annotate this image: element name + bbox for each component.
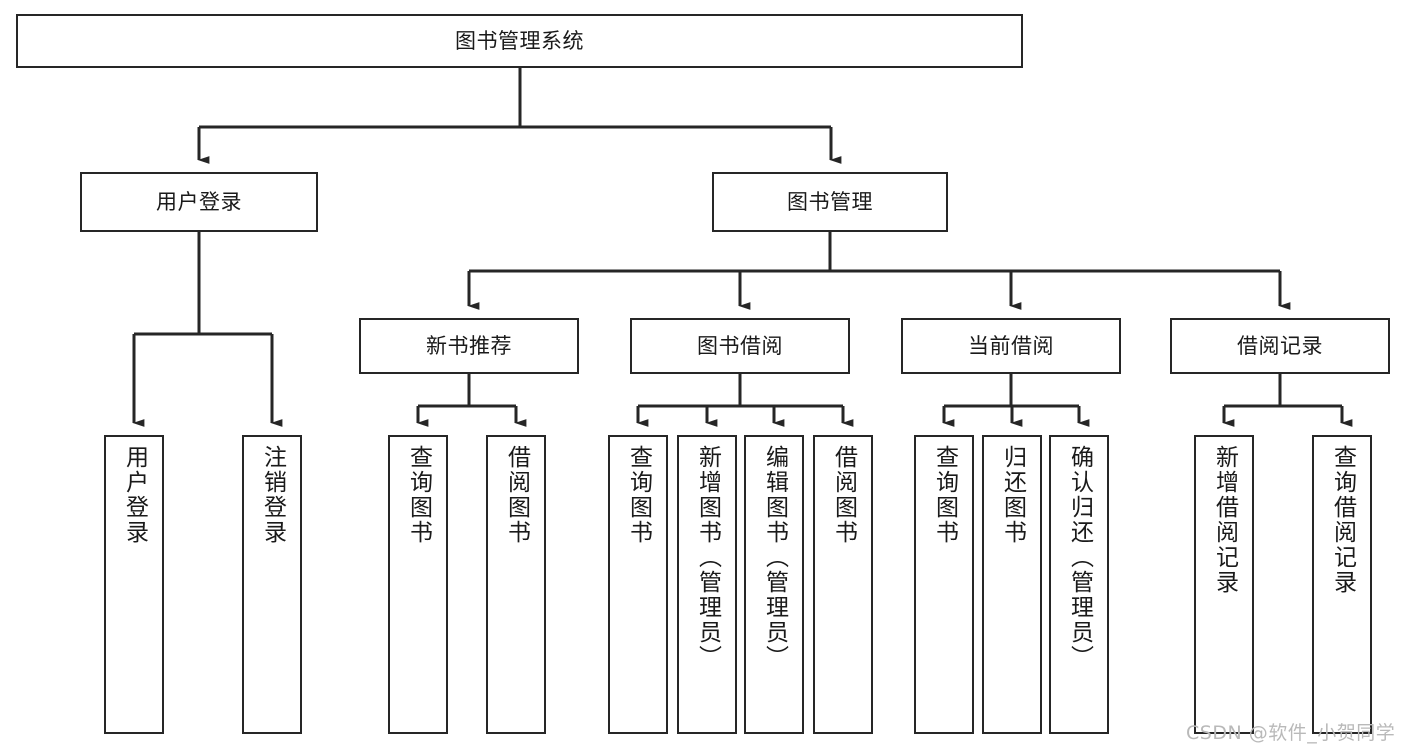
node-leaf-return-book[interactable]: 归还图书 [982, 435, 1042, 734]
node-user-login[interactable]: 用户登录 [80, 172, 318, 232]
node-leaf-logout[interactable]: 注销登录 [242, 435, 302, 734]
node-leaf-add-book-admin-label: 新增图书（管理员） [694, 445, 721, 670]
node-current-borrow[interactable]: 当前借阅 [901, 318, 1121, 374]
node-book-manage[interactable]: 图书管理 [712, 172, 948, 232]
node-leaf-query-borrow-record[interactable]: 查询借阅记录 [1312, 435, 1372, 734]
node-leaf-borrow-book-2[interactable]: 借阅图书 [813, 435, 873, 734]
node-new-book-rec[interactable]: 新书推荐 [359, 318, 579, 374]
node-leaf-add-borrow-record[interactable]: 新增借阅记录 [1194, 435, 1254, 734]
node-leaf-borrow-book-1[interactable]: 借阅图书 [486, 435, 546, 734]
node-leaf-query-book-3[interactable]: 查询图书 [914, 435, 974, 734]
node-new-book-rec-label: 新书推荐 [426, 333, 512, 358]
node-leaf-borrow-book-2-label: 借阅图书 [830, 445, 857, 545]
node-leaf-return-book-label: 归还图书 [999, 445, 1026, 545]
node-root[interactable]: 图书管理系统 [16, 14, 1023, 68]
node-leaf-borrow-book-1-label: 借阅图书 [503, 445, 530, 545]
node-leaf-user-login[interactable]: 用户登录 [104, 435, 164, 734]
node-leaf-query-book-2-label: 查询图书 [625, 445, 652, 545]
node-leaf-edit-book-admin[interactable]: 编辑图书（管理员） [744, 435, 804, 734]
node-book-manage-label: 图书管理 [787, 189, 873, 214]
node-leaf-query-book-3-label: 查询图书 [931, 445, 958, 545]
node-leaf-user-login-label: 用户登录 [121, 445, 148, 545]
node-leaf-edit-book-admin-label: 编辑图书（管理员） [761, 445, 788, 670]
node-leaf-query-book-1-label: 查询图书 [405, 445, 432, 545]
node-root-label: 图书管理系统 [455, 28, 584, 53]
node-borrow-record[interactable]: 借阅记录 [1170, 318, 1390, 374]
node-leaf-query-borrow-record-label: 查询借阅记录 [1329, 445, 1356, 595]
node-current-borrow-label: 当前借阅 [968, 333, 1054, 358]
node-leaf-query-book-2[interactable]: 查询图书 [608, 435, 668, 734]
node-leaf-query-book-1[interactable]: 查询图书 [388, 435, 448, 734]
node-book-borrow[interactable]: 图书借阅 [630, 318, 850, 374]
node-leaf-logout-label: 注销登录 [259, 445, 286, 545]
node-leaf-add-book-admin[interactable]: 新增图书（管理员） [677, 435, 737, 734]
node-user-login-label: 用户登录 [156, 189, 242, 214]
watermark: CSDN @软件_小贺同学 [1186, 722, 1396, 744]
node-borrow-record-label: 借阅记录 [1237, 333, 1323, 358]
node-leaf-confirm-return-admin-label: 确认归还（管理员） [1066, 445, 1093, 670]
node-leaf-confirm-return-admin[interactable]: 确认归还（管理员） [1049, 435, 1109, 734]
node-book-borrow-label: 图书借阅 [697, 333, 783, 358]
node-leaf-add-borrow-record-label: 新增借阅记录 [1211, 445, 1238, 595]
